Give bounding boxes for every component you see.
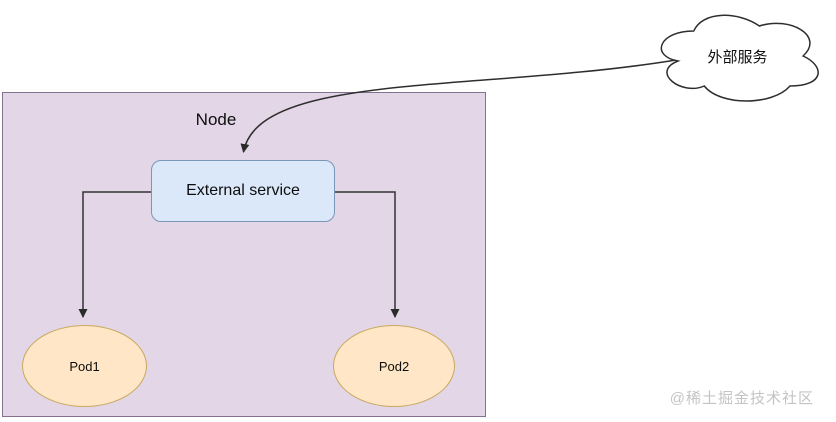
watermark: @稀土掘金技术社区 [669,390,814,407]
external-service-label: External service [186,182,300,199]
pod1-ellipse: Pod1 [22,325,147,407]
pod2-label: Pod2 [378,358,410,374]
node-label: Node [195,110,237,129]
pod1-label: Pod1 [69,358,100,374]
pod2-ellipse: Pod2 [333,325,455,407]
external-service-box: External service [151,160,335,222]
cloud-label: 外部服务 [707,48,768,66]
